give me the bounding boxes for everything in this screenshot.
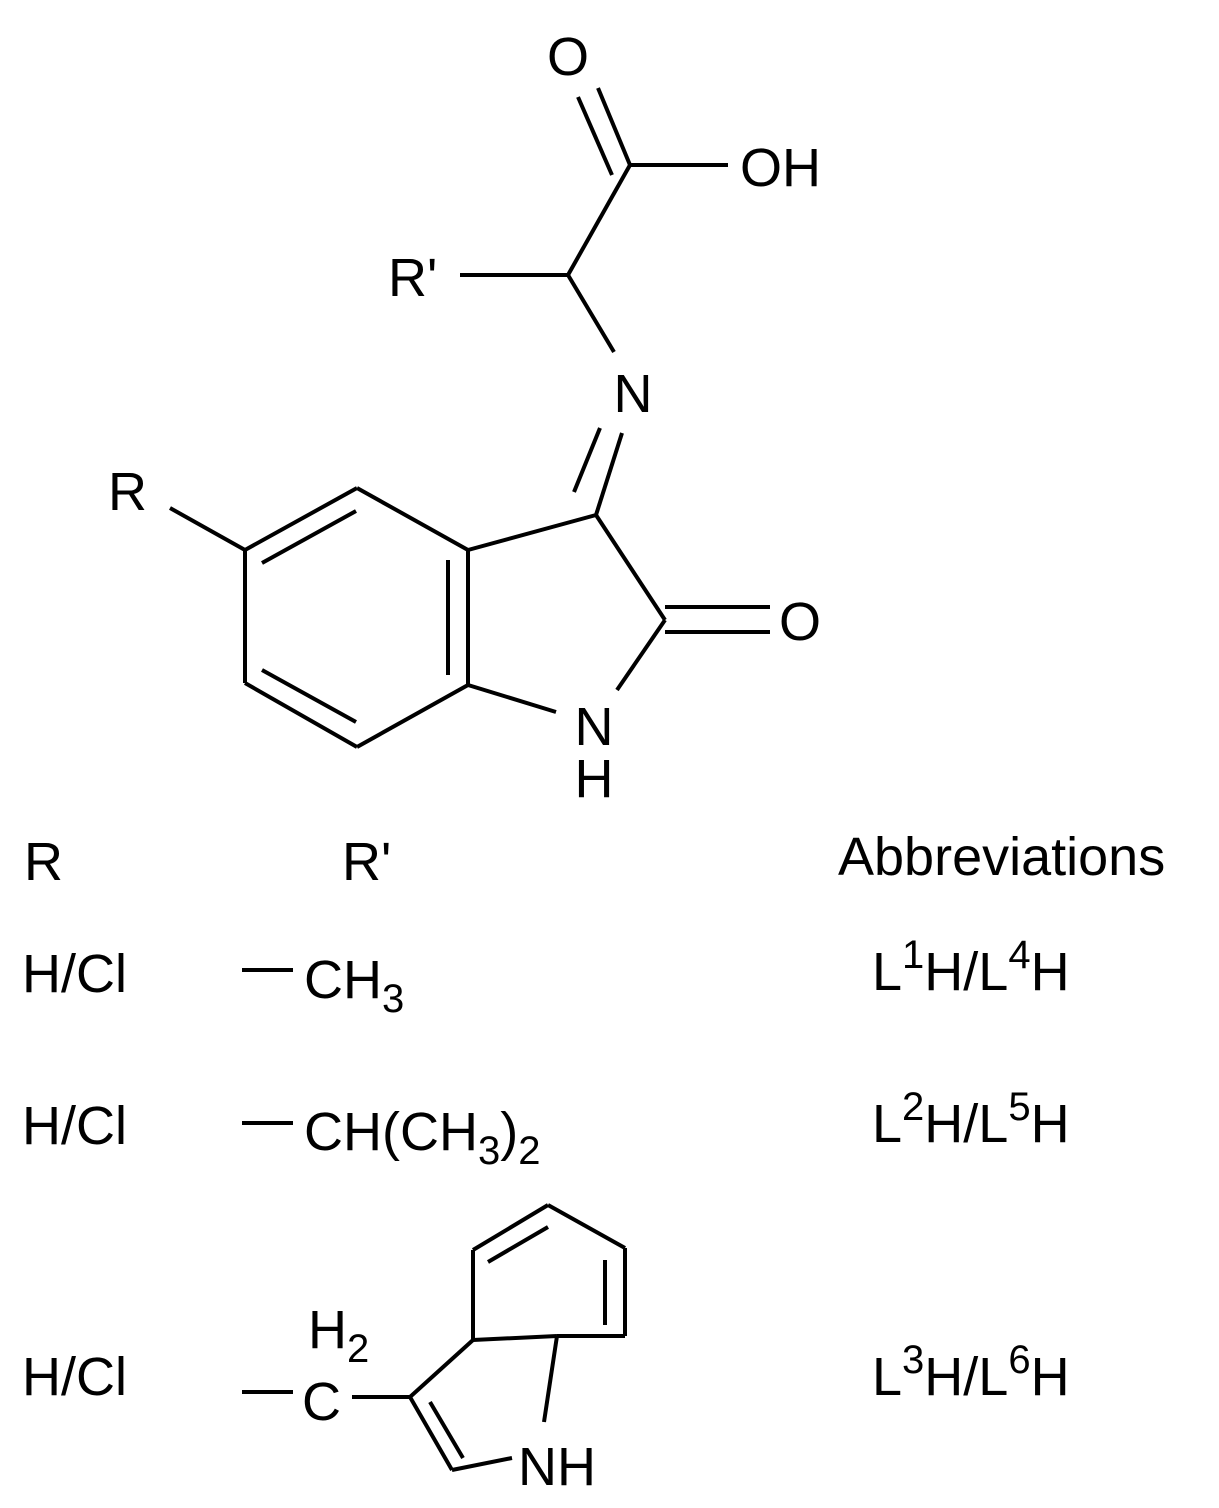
scaffold-bonds xyxy=(169,87,770,749)
table-row: H/Cl C H2 NH L3H/L6H xyxy=(22,1203,1070,1497)
header-r: R xyxy=(24,832,63,892)
row-r-prime-value: CH(CH3)2 xyxy=(304,1102,540,1173)
lactam-oxygen-label: O xyxy=(779,592,821,652)
row-abbreviation: L2H/L5H xyxy=(872,1085,1070,1154)
table-row: H/Cl CH(CH3)2 L2H/L5H xyxy=(22,1085,1070,1173)
lactam-hydrogen-label: H xyxy=(575,749,614,809)
header-r-prime: R' xyxy=(342,832,391,892)
row-r-prime-value: CH3 xyxy=(304,950,404,1021)
row-abbreviation: L1H/L4H xyxy=(872,933,1070,1002)
hydroxyl-label: OH xyxy=(740,138,821,198)
carbonyl-oxygen-label: O xyxy=(547,27,589,87)
methylene-carbon-label: C xyxy=(302,1372,341,1432)
row-r-value: H/Cl xyxy=(22,1096,127,1156)
header-abbreviations: Abbreviations xyxy=(838,827,1165,887)
methylene-hydrogen-label: H2 xyxy=(308,1300,369,1371)
row-r-value: H/Cl xyxy=(22,1347,127,1407)
imine-nitrogen-label: N xyxy=(614,364,653,424)
indole-nh-label: NH xyxy=(518,1437,596,1497)
table-row: H/Cl CH3 L1H/L4H xyxy=(22,933,1070,1021)
lactam-nitrogen-label: N xyxy=(575,697,614,757)
row-abbreviation: L3H/L6H xyxy=(872,1338,1070,1407)
r-substituent-label: R xyxy=(108,462,147,522)
indole-substituent-bonds xyxy=(352,1203,627,1472)
row-r-value: H/Cl xyxy=(22,944,127,1004)
r-prime-substituent-label: R' xyxy=(388,248,437,308)
